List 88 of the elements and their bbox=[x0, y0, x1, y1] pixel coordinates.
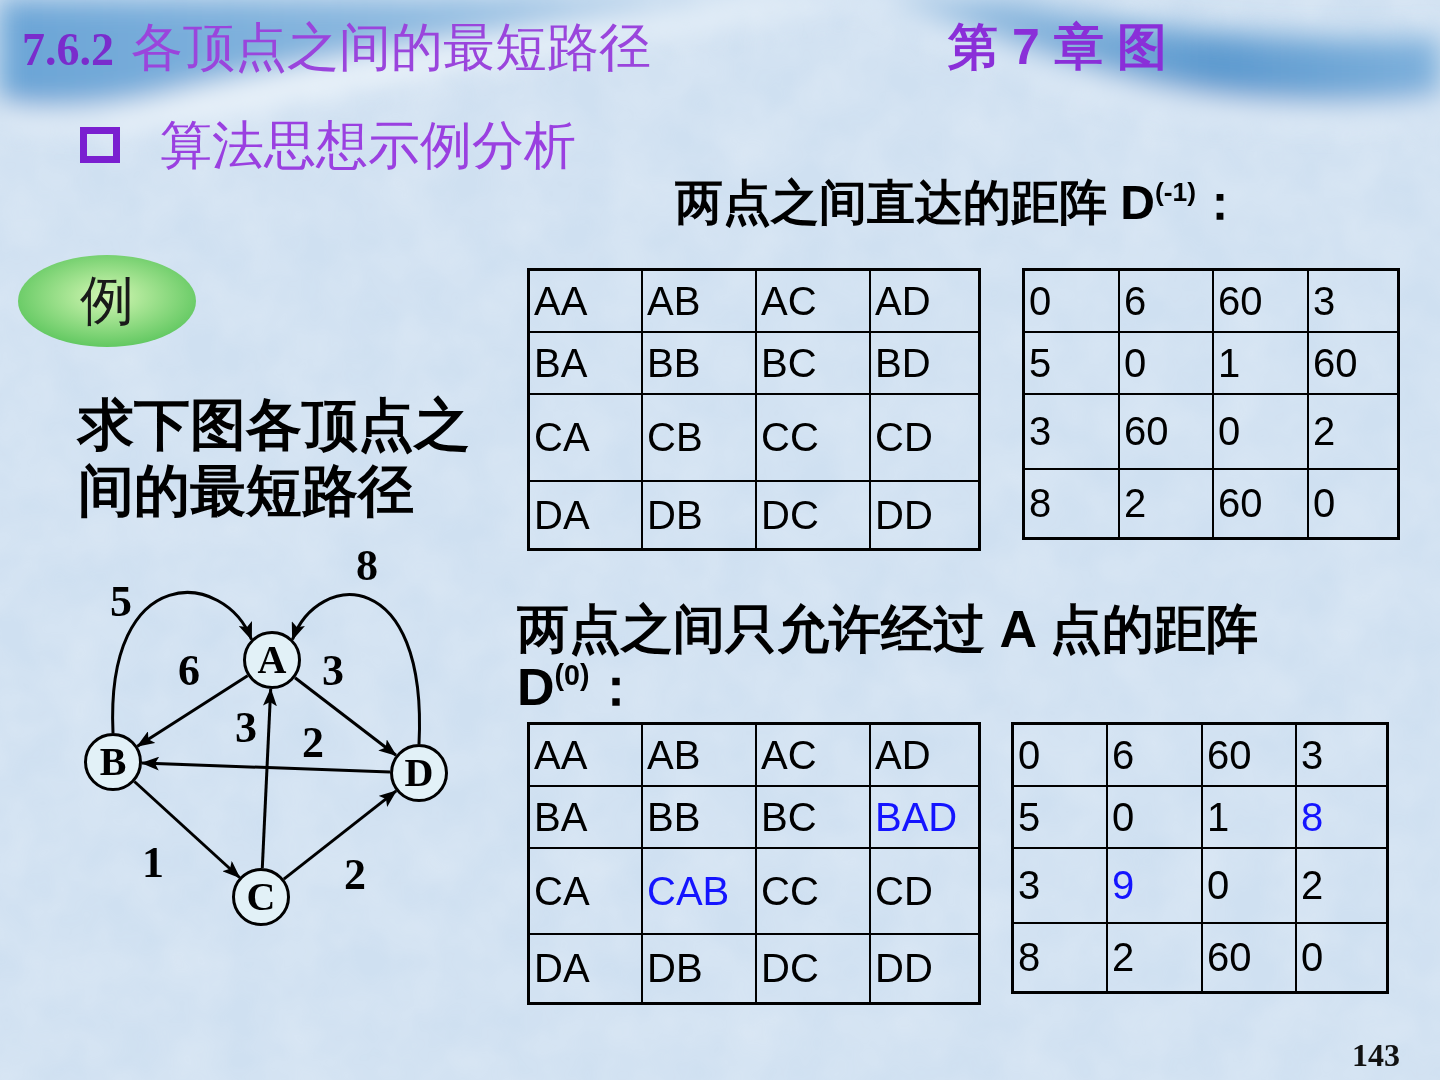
table-cell: 3 bbox=[1025, 395, 1120, 470]
matrix-heading: 两点之间直达的距阵 D$^{(-1)}$： bbox=[675, 175, 1245, 231]
table-cell: CAB bbox=[643, 849, 757, 935]
section-heading: 算法思想示例分析 bbox=[160, 115, 576, 176]
table-cell: 2 bbox=[1108, 924, 1203, 991]
table-cell: BB bbox=[643, 787, 757, 849]
edge-label: 1 bbox=[141, 843, 165, 883]
table-cell: 0 bbox=[1214, 395, 1309, 470]
table-cell: CA bbox=[530, 849, 643, 935]
table-cell: 3 bbox=[1309, 271, 1397, 333]
arrow bbox=[282, 789, 398, 881]
edge-label: 2 bbox=[343, 855, 367, 895]
table-cell: DB bbox=[643, 482, 757, 548]
table-cell: CC bbox=[757, 849, 871, 935]
table-cell: 0 bbox=[1108, 787, 1203, 849]
table-cell: CB bbox=[643, 395, 757, 482]
chapter-heading: 第 7 章 图 bbox=[948, 18, 1168, 77]
arrow bbox=[260, 688, 277, 869]
edge-label: 8 bbox=[355, 546, 379, 586]
page-number: 143 bbox=[1352, 1036, 1400, 1074]
table-cell: 2 bbox=[1120, 470, 1214, 537]
table-cell: 8 bbox=[1014, 924, 1108, 991]
table-cell: 60 bbox=[1120, 395, 1214, 470]
arrow bbox=[294, 676, 397, 757]
table-cell: DC bbox=[757, 482, 871, 548]
table-cell: 0 bbox=[1120, 333, 1214, 395]
table-cell: 0 bbox=[1203, 849, 1297, 924]
table-cell: 9 bbox=[1108, 849, 1203, 924]
table-cell: 0 bbox=[1014, 725, 1108, 787]
table-cell: 5 bbox=[1025, 333, 1120, 395]
table-cell: 60 bbox=[1214, 470, 1309, 537]
table-cell-text: DD bbox=[874, 945, 934, 992]
table-cell-text: 0 bbox=[1300, 934, 1325, 981]
table-cell: BC bbox=[757, 333, 871, 395]
table-cell: 60 bbox=[1203, 924, 1297, 991]
table-cell: 5 bbox=[1014, 787, 1108, 849]
edge-label: 5 bbox=[109, 582, 133, 622]
table-cell: 60 bbox=[1214, 271, 1309, 333]
example-ellipse: 例 bbox=[18, 255, 196, 347]
table-cell: 3 bbox=[1014, 849, 1108, 924]
table-cell-text: 0 bbox=[1312, 480, 1337, 527]
table-cell: AC bbox=[757, 271, 871, 333]
table-cell: BB bbox=[643, 333, 757, 395]
table-cell: BAD bbox=[871, 787, 978, 849]
slide-title: 7.6.2 各顶点之间的最短路径 bbox=[22, 16, 651, 79]
table-cell: DC bbox=[757, 935, 871, 1002]
curved-arrow bbox=[291, 593, 421, 744]
table-cell: 0 bbox=[1025, 271, 1120, 333]
table-cell: 1 bbox=[1203, 787, 1297, 849]
table-cell: 1 bbox=[1214, 333, 1309, 395]
curved-arrow bbox=[111, 591, 253, 734]
table-cell: 60 bbox=[1309, 333, 1397, 395]
table-cell: DA bbox=[530, 935, 643, 1002]
table-cell: CD bbox=[871, 849, 978, 935]
edge-label: 6 bbox=[177, 651, 201, 691]
table-cell: AD bbox=[871, 725, 978, 787]
table-cell: BA bbox=[530, 787, 643, 849]
table-cell: AA bbox=[530, 271, 643, 333]
edge-label: 3 bbox=[234, 708, 258, 748]
table-cell: AA bbox=[530, 725, 643, 787]
table-cell: 3 bbox=[1297, 725, 1386, 787]
table-cell: BA bbox=[530, 333, 643, 395]
edge-label: 2 bbox=[301, 723, 325, 763]
table-cell: DA bbox=[530, 482, 643, 548]
table-cell: AB bbox=[643, 271, 757, 333]
table-cell: 2 bbox=[1297, 849, 1386, 924]
table-cell: AB bbox=[643, 725, 757, 787]
table-cell: 8 bbox=[1025, 470, 1120, 537]
matrix-heading: 两点之间只允许经过 A 点的距阵 D$^{(0)}$： bbox=[517, 600, 1259, 716]
table-cell: CD bbox=[871, 395, 978, 482]
table-cell: BD bbox=[871, 333, 978, 395]
table-cell: 2 bbox=[1309, 395, 1397, 470]
table-cell-text: DD bbox=[874, 491, 934, 539]
arrow bbox=[136, 674, 249, 748]
table-cell: AD bbox=[871, 271, 978, 333]
table-cell: CA bbox=[530, 395, 643, 482]
table-cell: 8 bbox=[1297, 787, 1386, 849]
table-cell: DB bbox=[643, 935, 757, 1002]
table-cell: BC bbox=[757, 787, 871, 849]
edge-label: 3 bbox=[321, 651, 345, 691]
table-cell: CC bbox=[757, 395, 871, 482]
table-cell: 60 bbox=[1203, 725, 1297, 787]
arrow bbox=[141, 756, 391, 774]
table-cell: 6 bbox=[1120, 271, 1214, 333]
arrow bbox=[133, 780, 241, 879]
table-cell: AC bbox=[757, 725, 871, 787]
table-cell: 6 bbox=[1108, 725, 1203, 787]
task-text: 求下图各顶点之间的最短路径 bbox=[78, 392, 471, 524]
